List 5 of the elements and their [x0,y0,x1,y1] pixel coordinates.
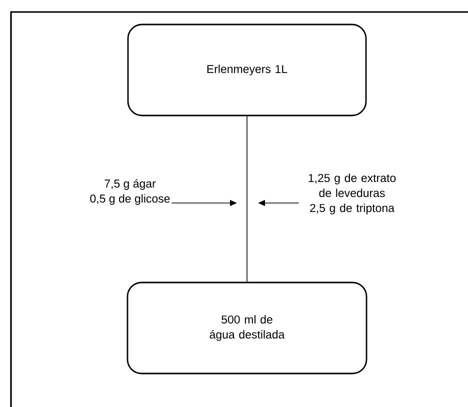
ingredient-text: 1,25 g de extrato de leveduras 2,5 g de triptona [308,174,396,214]
ingredient-text: 7,5 g ágar 0,5 g de glicose [90,179,170,205]
process-box: 500 ml de água destilada [126,282,368,374]
connector-line [246,116,248,282]
process-box: Erlenmeyers 1L [127,24,367,116]
